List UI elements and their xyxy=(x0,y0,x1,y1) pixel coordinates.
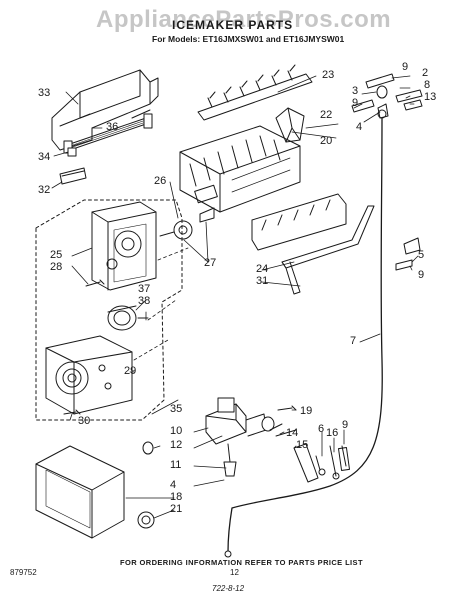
tube-clamp xyxy=(395,237,421,271)
callout-11: 11 xyxy=(170,459,182,471)
ice-bin-cover xyxy=(35,445,125,539)
callout-12: 12 xyxy=(170,439,183,451)
callout-9b: 9 xyxy=(352,97,359,109)
control-box-outline xyxy=(35,199,183,421)
callout-33: 33 xyxy=(38,87,51,99)
ice-bin-arm xyxy=(281,205,375,295)
callout-16: 16 xyxy=(326,427,339,439)
valve-screw xyxy=(277,405,297,411)
callout-38: 38 xyxy=(138,295,151,307)
watermark: AppliancePartsPros.com xyxy=(96,6,392,33)
module-screw xyxy=(85,279,105,287)
callout-30: 30 xyxy=(78,415,91,427)
diagram-title: ICEMAKER PARTS xyxy=(172,18,294,32)
callout-9d: 9 xyxy=(342,419,349,431)
control-knob xyxy=(137,511,155,529)
callout-26: 26 xyxy=(154,175,167,187)
stripper-rake xyxy=(251,193,347,251)
mounting-plate xyxy=(45,335,133,415)
callout-37: 37 xyxy=(138,283,151,295)
callout-9a: 9 xyxy=(402,61,409,73)
callout-28: 28 xyxy=(50,261,63,273)
ice-mold xyxy=(179,125,301,213)
callout-18: 18 xyxy=(170,491,183,503)
leader-lines xyxy=(51,75,419,519)
callout-29: 29 xyxy=(124,365,137,377)
callout-24: 24 xyxy=(256,263,269,275)
water-tube xyxy=(227,117,383,553)
callout-34: 34 xyxy=(38,151,51,163)
callout-10: 10 xyxy=(170,425,183,437)
callout-6: 6 xyxy=(318,423,325,435)
callout-7: 7 xyxy=(350,335,357,347)
drive-motor xyxy=(107,305,149,331)
control-module xyxy=(91,201,157,291)
inlet-fittings xyxy=(269,423,350,483)
callout-31: 31 xyxy=(256,275,269,287)
callout-4a: 4 xyxy=(356,121,363,133)
callout-9c: 9 xyxy=(418,269,425,281)
ordering-info: FOR ORDERING INFORMATION REFER TO PARTS … xyxy=(120,558,363,567)
callout-4b: 4 xyxy=(170,479,177,491)
ejector-blade xyxy=(197,64,313,121)
fill-cup xyxy=(275,107,305,143)
fill-tube-fittings xyxy=(351,73,423,119)
callout-14: 14 xyxy=(286,427,299,439)
callout-32: 32 xyxy=(38,184,51,196)
callout-35: 35 xyxy=(170,403,183,415)
callout-27: 27 xyxy=(204,257,217,269)
callout-2: 2 xyxy=(422,67,429,79)
callout-15: 15 xyxy=(296,439,309,451)
callout-8: 8 xyxy=(424,79,431,91)
callout-23: 23 xyxy=(322,69,335,81)
wire-harness xyxy=(63,113,153,154)
callout-21: 21 xyxy=(170,503,183,515)
callout-3: 3 xyxy=(352,85,359,97)
water-valve xyxy=(205,397,275,477)
thermostat xyxy=(159,207,215,240)
callout-19: 19 xyxy=(300,405,313,417)
callout-5: 5 xyxy=(418,249,425,261)
model-list: For Models: ET16JMXSW01 and ET16JMYSW01 xyxy=(152,34,345,44)
handwritten-note: 722-8-12 xyxy=(212,584,245,593)
doc-number: 879752 xyxy=(10,568,37,577)
connector-plug xyxy=(59,167,87,185)
callout-36: 36 xyxy=(106,121,119,133)
plate-screw xyxy=(63,409,81,415)
callout-25: 25 xyxy=(50,249,63,261)
grommet xyxy=(142,441,154,455)
callout-20: 20 xyxy=(320,135,333,147)
page-number: 12 xyxy=(230,568,239,577)
callout-13: 13 xyxy=(424,91,437,103)
frame-bracket xyxy=(51,69,159,151)
callout-22: 22 xyxy=(320,109,333,121)
